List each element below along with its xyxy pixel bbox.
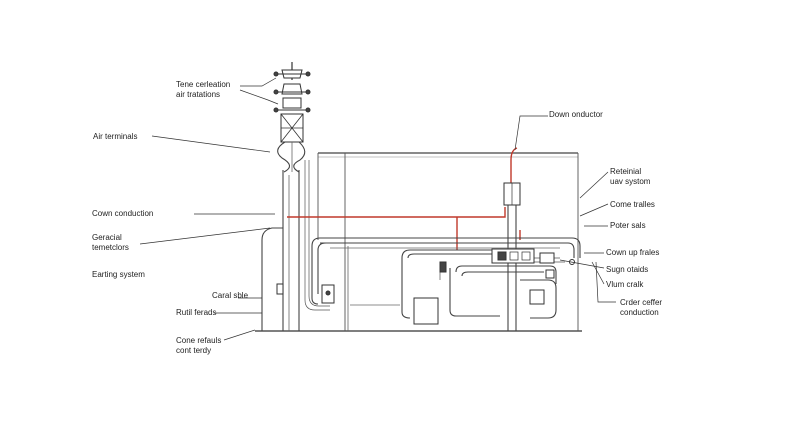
leader-lines [139,77,616,341]
piping-network [311,237,581,331]
building-outline [317,152,579,331]
label-down-conductor: Down onductor [549,110,603,119]
label-air-terminals: Air terminals [93,132,138,141]
label-vlum-cralk: Vlum cralk [606,280,644,289]
label-reteinial-uav-systom: Reteinial uav systom [610,167,651,186]
equipment [276,248,575,325]
air-terminal-head [273,62,311,173]
label-come-tralles: Come tralles [610,200,655,209]
conductor-junction-box [503,182,521,331]
label-geracial-temetclors: Geracial temetclors [92,233,129,252]
label-poter-sals: Poter sals [610,221,646,230]
label-earting-system: Earting system [92,270,145,279]
label-cown-conduction: Cown conduction [92,209,154,218]
label-tower-top: Tene cerleation air tratations [176,80,231,99]
label-sugn-otaids: Sugn otaids [606,265,649,274]
down-conductor-red [287,147,521,250]
label-caral-sble: Caral sble [212,291,249,300]
red-conductor-horizontal [287,207,506,218]
label-cone-refauls: Cone refauls cont terdy [176,336,222,355]
red-conductor-vertical [510,147,518,190]
tower-mast [261,160,330,331]
label-crder-ceffer-conduction: Crder ceffer conduction [620,298,663,317]
label-rutil-ferads: Rutil ferads [176,308,217,317]
label-cown-up-frales: Cown up frales [606,248,660,257]
